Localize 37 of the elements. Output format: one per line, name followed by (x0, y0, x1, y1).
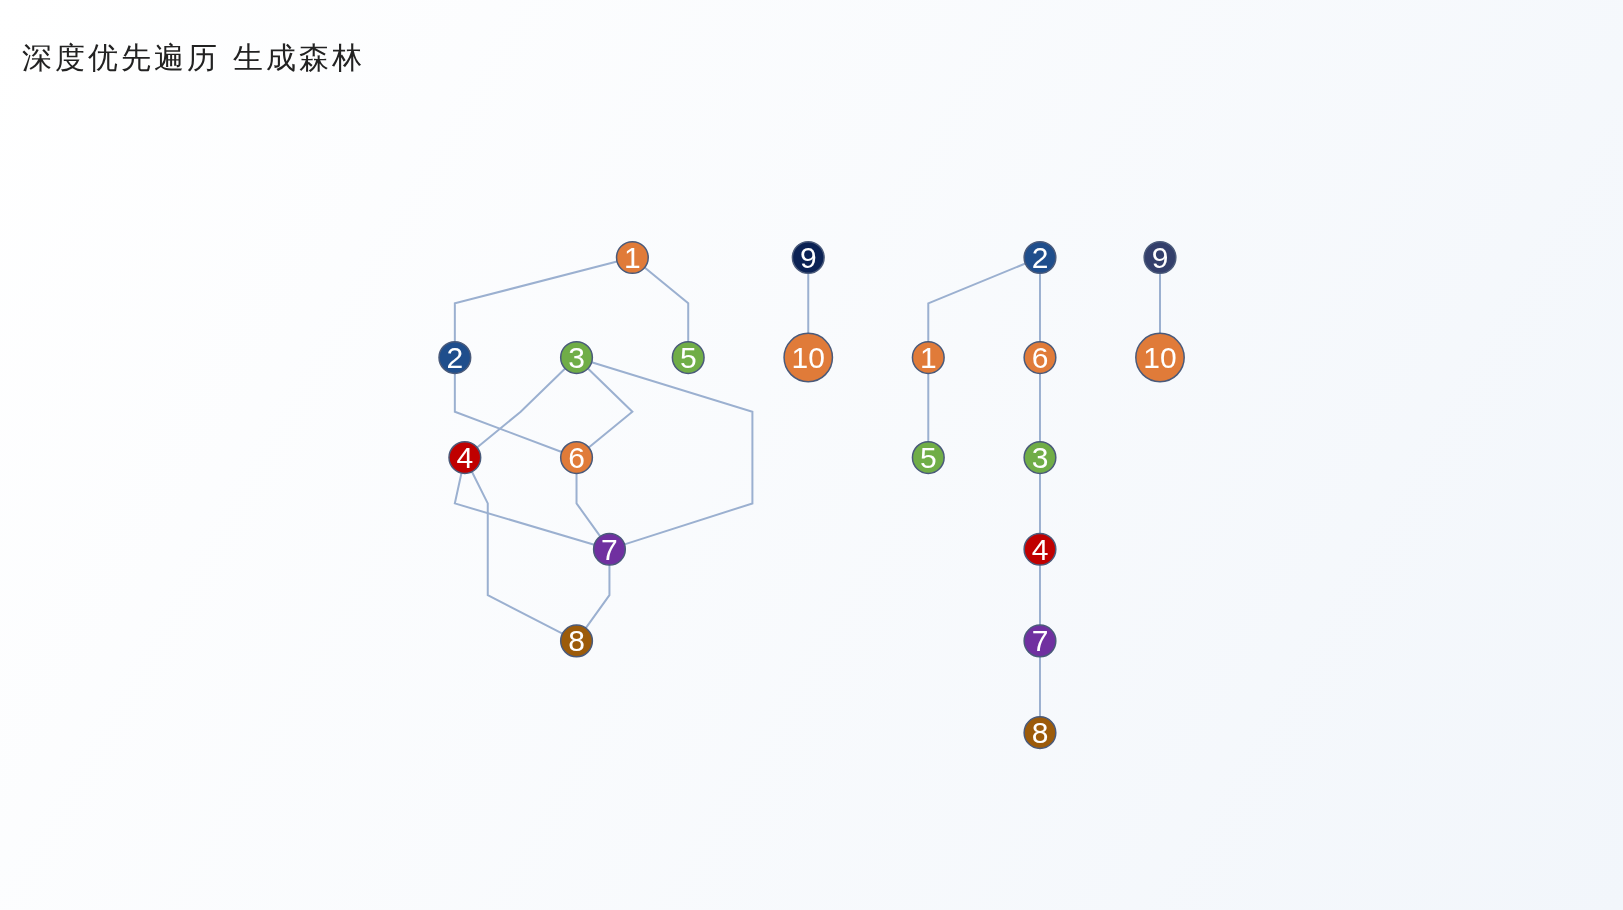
connector (1038, 272, 1041, 343)
connector (927, 372, 930, 443)
connector (453, 260, 618, 343)
connector (1038, 372, 1041, 443)
node-circle: 5 (671, 340, 705, 375)
connector (453, 372, 563, 453)
connector (476, 367, 567, 449)
connector (1038, 564, 1041, 627)
node-circle: 8 (1023, 715, 1057, 750)
connector (470, 470, 564, 635)
connector (1158, 272, 1161, 335)
title: 深度优先遍历 生成森林 (22, 39, 365, 77)
node-circle: 6 (559, 440, 594, 475)
connector (643, 266, 690, 343)
node-circle: 3 (559, 340, 594, 375)
connector (1038, 472, 1041, 535)
node-circle: 2 (438, 340, 472, 375)
connector (807, 272, 810, 335)
node-circle: 5 (911, 440, 945, 475)
node-circle: 8 (559, 624, 594, 658)
node-circle: 4 (1023, 532, 1057, 566)
node-circle: 10 (783, 332, 834, 383)
node-circle: 1 (911, 340, 945, 375)
connector (927, 262, 1027, 343)
node-circle: 4 (448, 440, 482, 475)
connector (575, 472, 602, 538)
node-circle: 7 (592, 532, 626, 566)
connector (584, 564, 611, 629)
node-circle: 2 (1023, 240, 1057, 275)
node-circle: 7 (1023, 624, 1057, 658)
node-circle: 6 (1023, 340, 1057, 375)
node-circle: 9 (791, 240, 825, 275)
node-circle: 3 (1023, 440, 1057, 475)
connector (1038, 655, 1041, 718)
node-circle: 9 (1143, 240, 1177, 275)
node-circle: 1 (615, 240, 649, 275)
node-circle: 10 (1134, 332, 1185, 383)
